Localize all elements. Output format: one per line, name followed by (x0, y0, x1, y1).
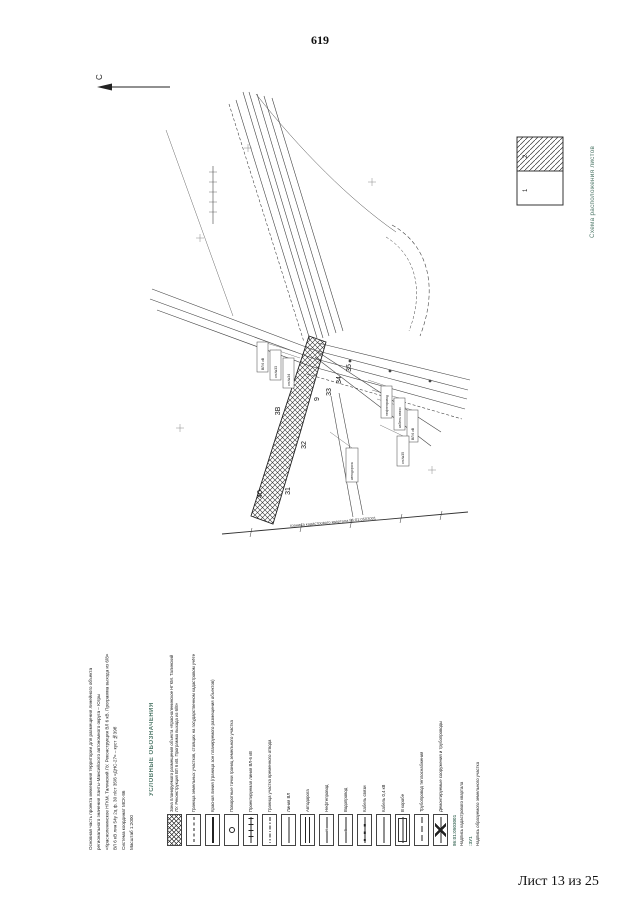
legend-symbol-power-line-icon (281, 814, 296, 846)
legend-item-label: Кабель 0,4 кВ (380, 784, 386, 812)
tag-label: кабель связи (398, 407, 402, 428)
legend-item: Водопровод в (338, 648, 353, 846)
legend-item: Поворотные точки границ земельного участ… (224, 648, 239, 846)
parcel-numbers: 40 31 3В 32 9 33 34 35 (257, 364, 353, 498)
legend-item: Кабель 0,4 кВ (376, 648, 391, 846)
legend-symbol-red-line-icon (205, 814, 220, 846)
legend: УСЛОВНЫЕ ОБОЗНАЧЕНИЯ Зона планируемого р… (147, 648, 480, 848)
page-number: 619 (311, 33, 329, 47)
legend-item-label: Граница участка временного отвода (266, 739, 272, 812)
legend-item: Зона планируемого размещения объекта «Кр… (167, 648, 182, 846)
survey-cross-marks (176, 144, 436, 474)
parcel-number: 40 (257, 490, 264, 498)
tag-label: ВЛ 6 кВ (261, 357, 265, 370)
parcel-number: 33 (326, 388, 333, 396)
tag-leader-lines (262, 341, 413, 449)
legend-symbol-designed-power-line-icon (243, 814, 258, 846)
legend-symbol-letter: н (324, 828, 329, 832)
tag-label: ВЛ 6 кВ (411, 427, 415, 440)
parcel-number: 9 (314, 397, 321, 401)
sheet-scheme-caption: Схема расположения листов (589, 145, 596, 238)
legend-item-label: Нефтепровод (323, 784, 329, 812)
legend-items: Зона планируемого размещения объекта «Кр… (167, 648, 480, 846)
legend-item: :ЗУ1 Надпись образуемого земельного учас… (468, 716, 480, 846)
legend-symbol-cable-04kv-icon (376, 814, 391, 846)
tag-label: нефтепровод (385, 395, 389, 416)
planned-zone-band (250, 335, 327, 525)
legend-item-label: Линия ВЛ (285, 792, 291, 812)
legend-item-label: Красная линия (граница зон планируемого … (209, 679, 215, 812)
legend-symbol-road-icon (300, 814, 315, 846)
legend-symbol-turning-point-icon (224, 814, 239, 846)
legend-symbol-temporary-allotment-icon (262, 814, 277, 846)
tag-label: оп.№34 (287, 374, 291, 386)
legend-item-label: Проектируемая линия ВЛ-6 кВ (247, 751, 253, 812)
legend-item-label: Надпись кадастрового квартала (459, 781, 464, 846)
legend-symbol-comm-cable-icon (357, 814, 372, 846)
legend-item: Линия ВЛ (281, 648, 296, 846)
tag-label: автодорога (350, 462, 354, 480)
legend-item: Проектируемая линия ВЛ-6 кВ (243, 648, 258, 846)
legend-item: Кабель связи (357, 648, 372, 846)
legend-item-label: Трубопровод теплоснабжения (418, 751, 424, 812)
boundary-label: граница кадастрового квартала 86:01:0503… (290, 515, 377, 528)
legend-item-label: Водопровод (342, 787, 348, 812)
parcel-number: 31 (285, 487, 292, 495)
legend-item: Граница земельных участков, стоящих на г… (186, 648, 201, 846)
legend-item-label: Поворотные точки границ земельного участ… (228, 720, 234, 812)
legend-symbol-cadastre-boundary-icon (186, 814, 201, 846)
legend-item: В коробе (395, 648, 410, 846)
legend-item: 86:01:0503001 Надпись кадастрового кварт… (452, 716, 464, 846)
legend-item-label: Надпись образуемого земельного участка (475, 761, 481, 846)
legend-item-label: Демонтируемые сооружения и трубопроводы (437, 720, 443, 812)
legend-symbol-demolished-structures-icon (433, 814, 448, 846)
legend-item-label: В коробе (399, 794, 405, 812)
tag-label: оп.№33 (274, 366, 278, 378)
utility-lines (149, 91, 471, 518)
legend-symbol-planned-zone-icon (167, 814, 182, 846)
legend-symbol-letter: в (343, 828, 348, 832)
legend-symbol-cable-in-duct-icon (395, 814, 410, 846)
legend-item: Граница участка временного отвода (262, 648, 277, 846)
tag-label: оп.№35 (401, 452, 405, 464)
legend-item: Красная линия (граница зон планируемого … (205, 648, 220, 846)
north-label: С (95, 74, 104, 80)
legend-item-label: Автодорога (304, 789, 310, 812)
legend-item: Автодорога (300, 648, 315, 846)
legend-item-label: Кабель связи (361, 785, 367, 812)
sheet-layout-scheme: 2 1 (516, 136, 564, 206)
legend-item-label: Зона планируемого размещения объекта «Кр… (169, 654, 180, 812)
legend-item-label: Граница земельных участков, стоящих на г… (190, 654, 196, 812)
legend-symbol-heat-pipeline-icon (414, 814, 429, 846)
legend-symbol-water-pipeline-icon: в (338, 814, 353, 846)
sheet-1-label: 1 (523, 188, 529, 192)
legend-symbol-oil-pipeline-icon: н (319, 814, 334, 846)
sheet-label: Лист 13 из 25 (518, 874, 599, 889)
sheet-2-label: 2 (523, 154, 529, 158)
north-arrow-icon: С (95, 74, 170, 91)
legend-sample-cadastral-quarter: 86:01:0503001 (452, 814, 457, 846)
parcel-number: 34 (336, 376, 343, 384)
legend-title: УСЛОВНЫЕ ОБОЗНАЧЕНИЯ (149, 702, 155, 796)
legend-item: Нефтепровод н (319, 648, 334, 846)
label-tags: ВЛ 6 кВ оп.№33 оп.№34 нефтепровод кабель… (256, 341, 419, 483)
legend-item: Демонтируемые сооружения и трубопроводы (433, 648, 448, 846)
parcel-number: 35 (346, 364, 353, 372)
parcel-number: 3В (275, 406, 282, 415)
legend-sample-parcel-number: :ЗУ1 (468, 836, 474, 846)
parcel-number: 32 (301, 441, 308, 449)
legend-item: Трубопровод теплоснабжения (414, 648, 429, 846)
cadastral-boundary-line: граница кадастрового квартала 86:01:0503… (221, 510, 469, 538)
project-description: Основная часть проекта межевания террито… (88, 653, 135, 850)
